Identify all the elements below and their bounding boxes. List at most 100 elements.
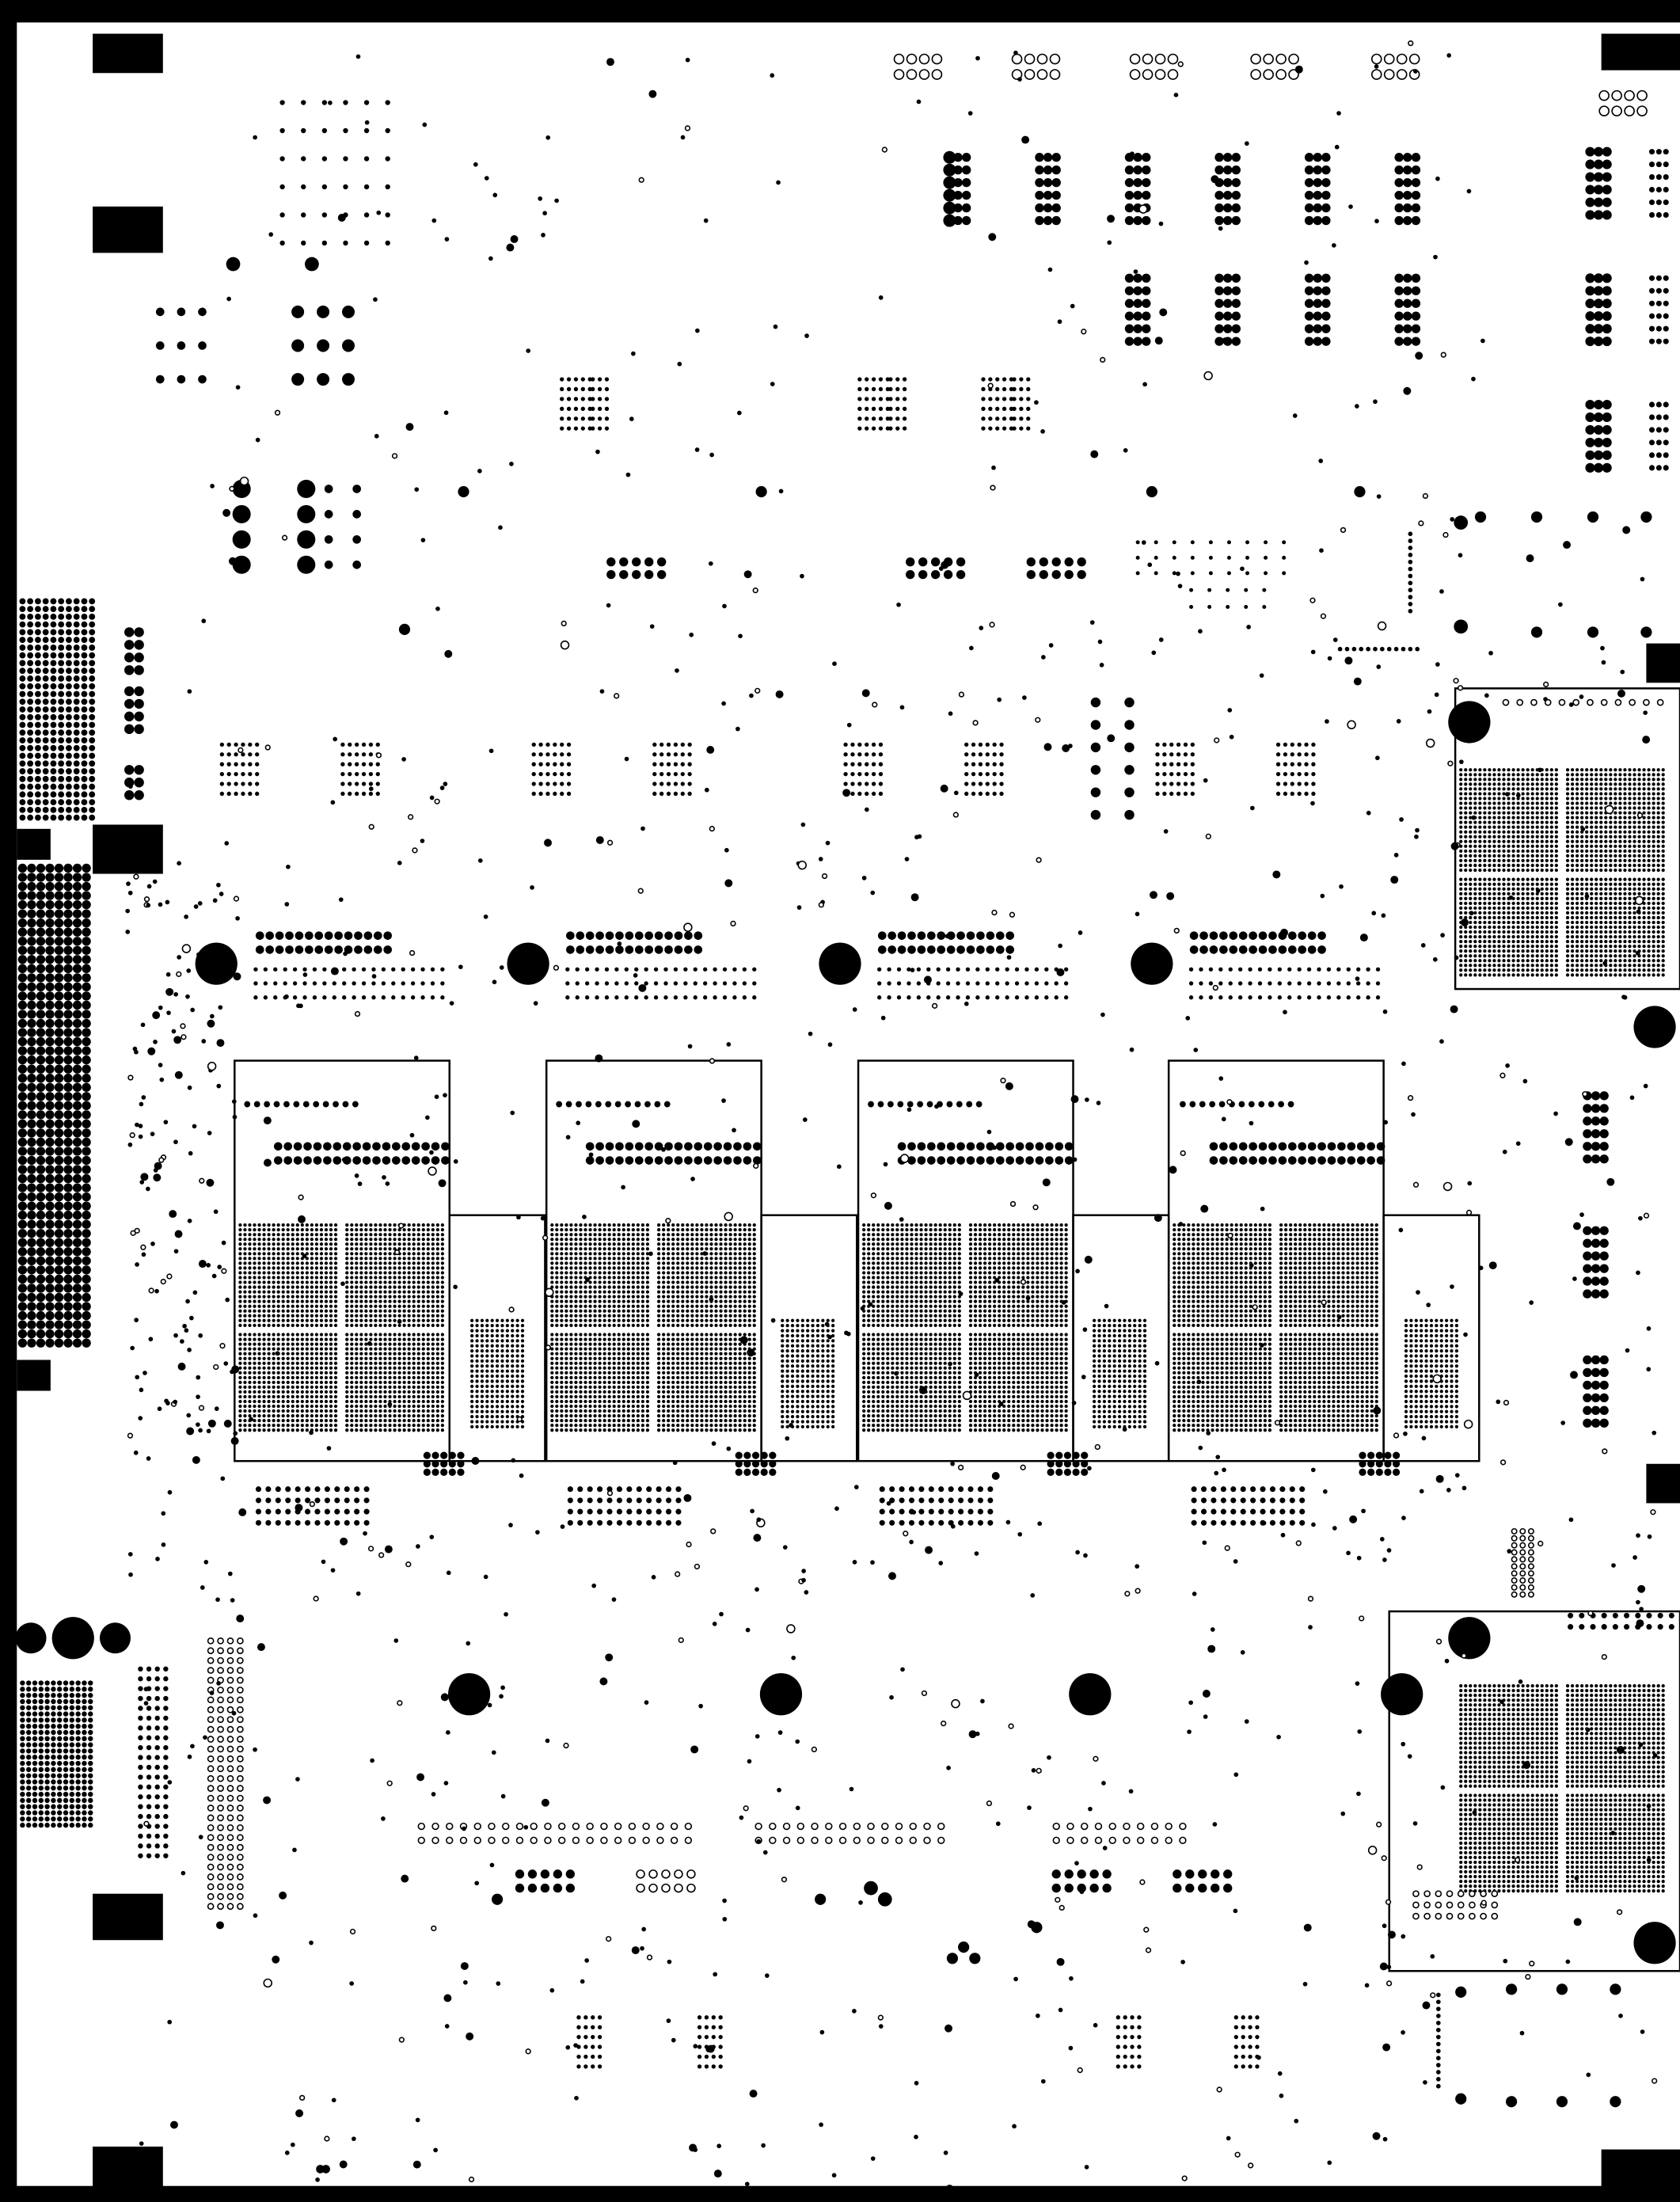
- drill-hole: [676, 1252, 680, 1256]
- drill-hole: [733, 1394, 737, 1399]
- drill-hole: [378, 1247, 382, 1251]
- drill-hole: [569, 1309, 573, 1313]
- drill-hole: [700, 1380, 704, 1384]
- drill-hole: [426, 1271, 430, 1275]
- drill-hole: [747, 1394, 751, 1399]
- drill-hole: [910, 1366, 914, 1370]
- drill-hole: [621, 1424, 625, 1428]
- drill-hole: [388, 1276, 392, 1280]
- drill-hole: [257, 1380, 261, 1384]
- drill-hole: [919, 1333, 923, 1337]
- drill-hole: [286, 1304, 290, 1308]
- drill-hole: [636, 1356, 640, 1360]
- drill-hole: [355, 1233, 359, 1237]
- drill-hole: [560, 1233, 564, 1237]
- drill-hole: [295, 1223, 299, 1227]
- drill-hole: [574, 1242, 578, 1246]
- drill-hole: [631, 1399, 635, 1404]
- drill-hole: [656, 1352, 661, 1356]
- drill-hole: [329, 1323, 333, 1327]
- drill-hole: [733, 1233, 737, 1237]
- drill-hole: [671, 1428, 675, 1432]
- drill-hole: [621, 1271, 625, 1275]
- drill-hole: [359, 1299, 363, 1303]
- drill-hole: [564, 1399, 568, 1404]
- drill-hole: [733, 1361, 737, 1365]
- drill-hole: [728, 1399, 732, 1404]
- drill-hole: [705, 1314, 709, 1318]
- drill-hole: [929, 1247, 933, 1251]
- drill-hole: [905, 1266, 909, 1270]
- drill-hole: [656, 1304, 661, 1308]
- drill-hole: [728, 1304, 732, 1308]
- drill-hole: [709, 1314, 713, 1318]
- drill-hole: [686, 1252, 690, 1256]
- drill-hole: [933, 1342, 937, 1346]
- drill-hole: [319, 1261, 324, 1265]
- drill-hole: [612, 1228, 616, 1232]
- drill-hole: [300, 1409, 304, 1413]
- drill-hole: [378, 1304, 382, 1308]
- drill-hole: [378, 1394, 382, 1399]
- drill-hole: [700, 1257, 704, 1261]
- drill-hole: [350, 1323, 354, 1327]
- drill-hole: [345, 1371, 349, 1375]
- drill-hole: [667, 1404, 671, 1409]
- drill-hole: [686, 1266, 690, 1270]
- drill-hole: [1036, 1318, 1040, 1322]
- drill-hole: [286, 1399, 290, 1404]
- drill-hole: [569, 1380, 573, 1384]
- drill-hole: [555, 1394, 559, 1399]
- drill-hole: [671, 1390, 675, 1394]
- drill-hole: [602, 1375, 606, 1379]
- drill-hole: [695, 1380, 699, 1384]
- drill-hole: [560, 1375, 564, 1379]
- drill-hole: [1007, 1257, 1011, 1261]
- drill-hole: [891, 1223, 895, 1227]
- drill-hole: [881, 1342, 885, 1346]
- drill-hole: [743, 1409, 747, 1413]
- drill-hole: [910, 1247, 914, 1251]
- drill-hole: [416, 1390, 420, 1394]
- drill-hole: [738, 1233, 742, 1237]
- drill-hole: [724, 1380, 728, 1384]
- drill-hole: [645, 1252, 650, 1256]
- drill-hole: [724, 1352, 728, 1356]
- drill-hole: [700, 1276, 704, 1280]
- drill-hole: [393, 1418, 397, 1423]
- drill-hole: [709, 1413, 713, 1418]
- drill-hole: [752, 1242, 756, 1246]
- drill-hole: [1055, 1299, 1059, 1303]
- drill-hole: [719, 1276, 723, 1280]
- drill-hole: [617, 1333, 621, 1337]
- drill-hole: [929, 1337, 933, 1341]
- drill-hole: [626, 1261, 630, 1265]
- drill-hole: [300, 1280, 304, 1284]
- drill-hole: [305, 1261, 309, 1265]
- drill-hole: [891, 1399, 895, 1404]
- drill-hole: [676, 1337, 680, 1341]
- drill-hole: [276, 1424, 280, 1428]
- drill-hole: [355, 1252, 359, 1256]
- drill-hole: [895, 1276, 899, 1280]
- drill-hole: [272, 1361, 276, 1365]
- drill-hole: [914, 1290, 918, 1294]
- drill-hole: [583, 1371, 587, 1375]
- drill-hole: [948, 1285, 952, 1289]
- drill-hole: [881, 1266, 885, 1270]
- drill-hole: [867, 1428, 871, 1432]
- drill-hole: [724, 1242, 728, 1246]
- drill-hole: [933, 1309, 937, 1313]
- drill-hole: [681, 1361, 685, 1365]
- drill-hole: [667, 1371, 671, 1375]
- drill-hole: [998, 1304, 1002, 1308]
- drill-hole: [983, 1242, 987, 1246]
- drill-hole: [862, 1318, 866, 1322]
- drill-hole: [564, 1371, 568, 1375]
- drill-hole: [900, 1366, 904, 1370]
- drill-hole: [569, 1280, 573, 1284]
- drill-hole: [943, 1252, 947, 1256]
- drill-hole: [626, 1399, 630, 1404]
- drill-hole: [743, 1276, 747, 1280]
- drill-hole: [412, 1223, 416, 1227]
